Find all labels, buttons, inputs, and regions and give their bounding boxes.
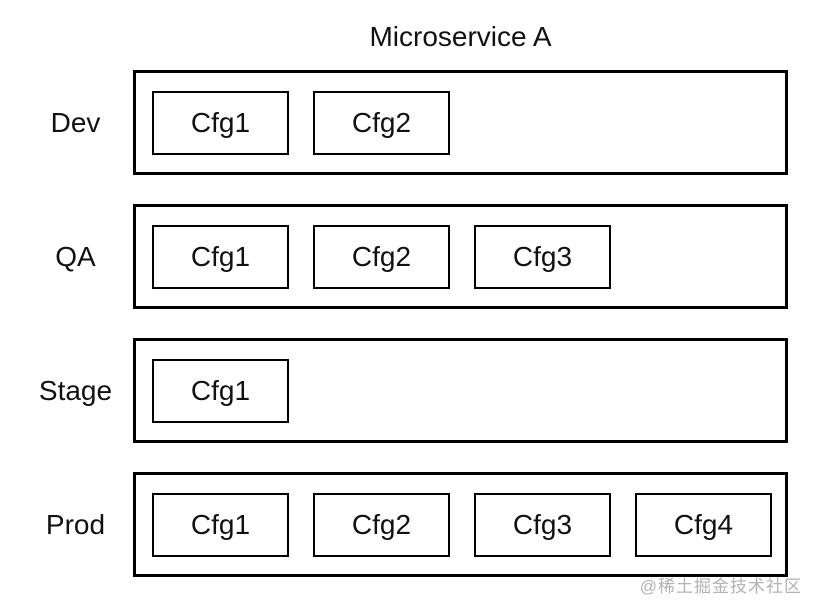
config-box: Cfg1 [152,492,289,557]
environment-row: Stage Cfg1 [0,338,814,443]
environment-label-gutter: Prod [0,472,133,577]
config-box: Cfg1 [152,224,289,289]
config-box: Cfg2 [313,492,450,557]
environment-label-gutter: Dev [0,70,133,175]
environment-container: Cfg1 Cfg2 [133,70,788,175]
config-box: Cfg4 [635,492,772,557]
config-box: Cfg2 [313,90,450,155]
config-label: Cfg3 [512,240,573,272]
environment-container: Cfg1 [133,338,788,443]
config-label: Cfg1 [190,508,251,540]
config-box: Cfg1 [152,358,289,423]
environment-row: Dev Cfg1 Cfg2 [0,70,814,175]
environment-label-gutter: QA [0,204,133,309]
environment-container: Cfg1 Cfg2 Cfg3 [133,204,788,309]
config-box: Cfg3 [474,224,611,289]
environment-label-gutter: Stage [0,338,133,443]
config-label: Cfg1 [190,106,251,138]
config-box: Cfg2 [313,224,450,289]
config-label: Cfg2 [351,240,412,272]
config-label: Cfg1 [190,240,251,272]
environment-row: QA Cfg1 Cfg2 Cfg3 [0,204,814,309]
watermark-text: @稀土掘金技术社区 [639,577,802,596]
config-label: Cfg4 [673,508,734,540]
config-label: Cfg3 [512,508,573,540]
config-label: Cfg2 [351,106,412,138]
environment-label: Prod [45,508,106,540]
environment-row: Prod Cfg1 Cfg2 Cfg3 Cfg4 [0,472,814,577]
config-label: Cfg1 [190,374,251,406]
environment-label: QA [55,240,96,272]
diagram-title: Microservice A [369,21,552,52]
environment-container: Cfg1 Cfg2 Cfg3 Cfg4 [133,472,788,577]
config-box: Cfg1 [152,90,289,155]
config-label: Cfg2 [351,508,412,540]
environment-rows: Dev Cfg1 Cfg2 QA Cfg1 Cfg2 Cfg3 Stage Cf… [0,70,814,577]
environment-label: Stage [38,374,113,406]
environment-label: Dev [50,106,101,138]
config-box: Cfg3 [474,492,611,557]
